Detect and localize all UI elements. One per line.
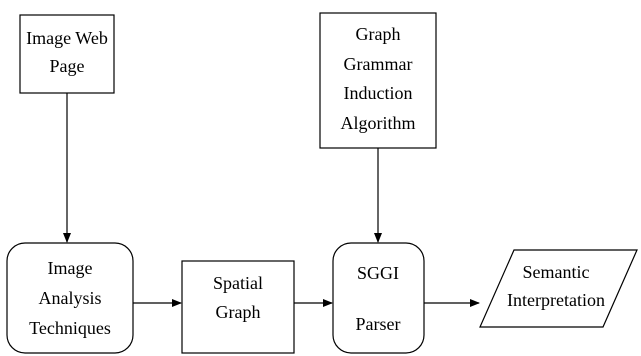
node-label-line: Grammar [344, 54, 413, 74]
node-label-line: Image [48, 258, 93, 278]
node-sggi-parser: SGGI Parser [332, 242, 425, 354]
node-label-line: Image Web [26, 28, 108, 48]
node-label-line: Graph [356, 24, 401, 44]
node-label-line: Page [50, 56, 85, 76]
node-label-line: Algorithm [341, 113, 416, 133]
node-label-line: Graph [216, 302, 261, 322]
node-label-line: Interpretation [507, 290, 605, 310]
edges [63, 93, 480, 307]
node-grammar-induction: Graph Grammar Induction Algorithm [319, 12, 437, 149]
node-label-line: SGGI [357, 263, 399, 283]
node-spatial-graph: Spatial Graph [181, 260, 295, 354]
node-image-web-page: Image Web Page [19, 14, 115, 94]
node-image-analysis: Image Analysis Techniques [6, 242, 134, 354]
node-label-line: Semantic [523, 262, 590, 282]
node-label-line: Techniques [29, 318, 111, 338]
node-semantic-interpretation: Semantic Interpretation [479, 249, 638, 328]
node-label-line: Parser [356, 314, 401, 334]
node-label-line: Analysis [39, 288, 102, 308]
node-label-line: Induction [344, 83, 413, 103]
node-label-line: Spatial [213, 273, 263, 293]
